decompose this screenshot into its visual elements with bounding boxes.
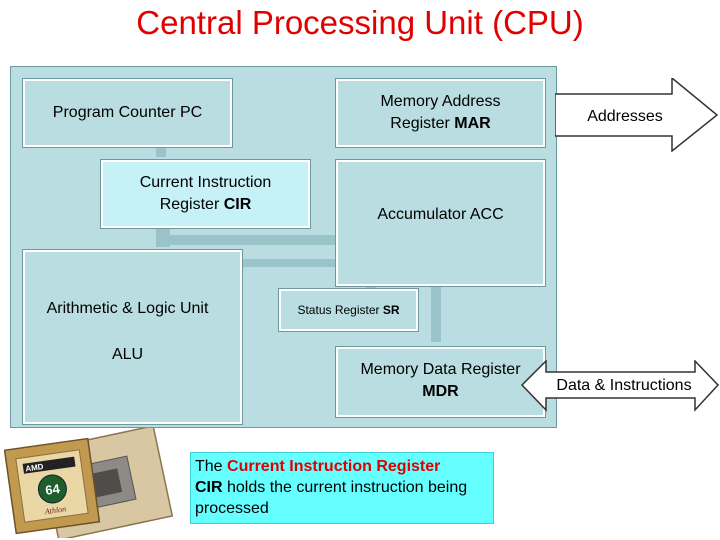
cir-label-line2-prefix: Register — [159, 196, 224, 213]
mdr-register: Memory Data Register MDR — [336, 347, 545, 417]
addresses-arrow: Addresses — [555, 78, 719, 152]
chip-brand-text: AMD — [25, 462, 45, 473]
mar-label: Memory Address Register MAR — [338, 91, 543, 135]
cir-note-text: The Current Instruction Register CIR hol… — [191, 453, 493, 522]
note-prefix: The — [195, 458, 228, 475]
data-instructions-arrow-label: Data & Instructions — [556, 377, 691, 394]
alu-label-line2: ALU — [111, 346, 144, 363]
program-counter-register: Program Counter PC — [23, 79, 232, 147]
accumulator-register: Accumulator ACC — [336, 160, 545, 286]
note-highlight: Current Instruction Register — [227, 458, 441, 475]
alu-block: Arithmetic & Logic Unit ALU — [23, 250, 242, 424]
cir-note-box: The Current Instruction Register CIR hol… — [190, 452, 494, 524]
mar-label-line1: Memory Address — [380, 93, 501, 110]
program-counter-label: Program Counter PC — [52, 104, 203, 121]
bus-lower-horizontal — [211, 259, 431, 267]
page-title: Central Processing Unit (CPU) — [136, 4, 584, 41]
status-register: Status Register SR — [279, 289, 418, 331]
mar-abbr: MAR — [454, 115, 491, 132]
cpu-block: Program Counter PC Memory Address Regist… — [10, 66, 557, 428]
note-rest: holds the current instruction being proc… — [195, 479, 468, 517]
cir-register: Current Instruction Register CIR — [101, 160, 310, 228]
accumulator-label: Accumulator ACC — [377, 206, 504, 223]
data-instructions-arrow-shape — [520, 360, 720, 412]
mdr-abbr: MDR — [422, 383, 459, 400]
note-abbr: CIR — [195, 479, 223, 496]
mar-label-line2-prefix: Register — [390, 115, 455, 132]
mdr-label: Memory Data Register MDR — [338, 359, 543, 403]
addresses-arrow-label: Addresses — [587, 108, 663, 125]
data-instructions-arrow: Data & Instructions — [520, 360, 720, 412]
status-register-label: Status Register SR — [281, 299, 416, 321]
alu-label-line1: Arithmetic & Logic Unit — [46, 300, 209, 317]
status-register-label-prefix: Status Register — [297, 303, 383, 317]
addresses-arrow-shape — [555, 78, 719, 152]
bus-mdr-vertical — [431, 282, 441, 342]
chip-product-text: Athlon — [43, 504, 66, 516]
cir-label: Current Instruction Register CIR — [103, 172, 308, 216]
cir-abbr: CIR — [223, 196, 252, 213]
amd-athlon-chip-image: AMD 64 Athlon — [4, 428, 174, 538]
chip-logo-text: 64 — [44, 481, 61, 498]
bus-horizontal-main — [161, 235, 341, 245]
mar-register: Memory Address Register MAR — [336, 79, 545, 147]
cir-label-line1: Current Instruction — [139, 174, 272, 191]
sr-abbr: SR — [382, 303, 400, 317]
mdr-label-line1: Memory Data Register — [360, 361, 521, 378]
